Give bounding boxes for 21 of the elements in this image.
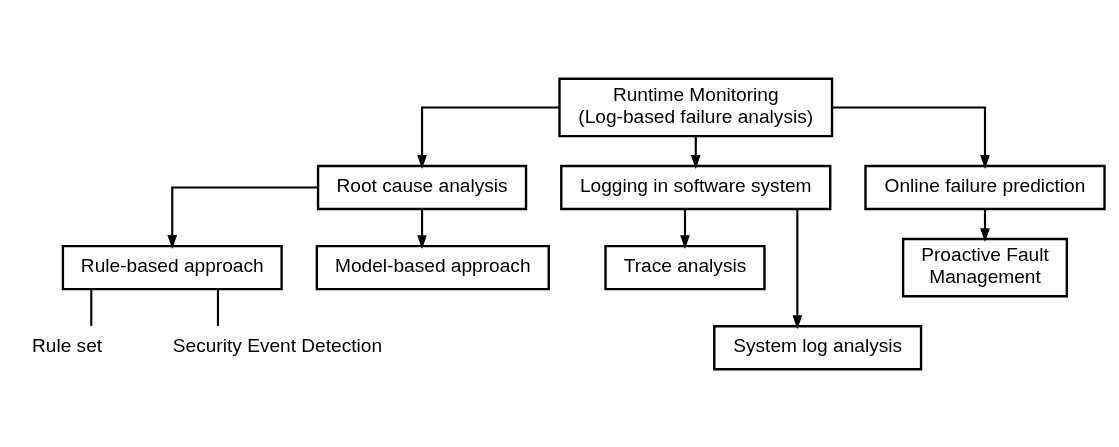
arrow xyxy=(417,208,427,249)
node-box: Online failure prediction xyxy=(864,164,1106,210)
arrow xyxy=(680,208,690,249)
node-text: Rule set xyxy=(32,334,103,356)
arrow xyxy=(792,208,803,329)
node-box: Runtime Monitoring (Log-based failure analysis) xyxy=(558,77,834,137)
node-box: Trace analysis xyxy=(604,244,766,290)
arrow xyxy=(417,105,560,169)
node-box: Proactive Fault Management xyxy=(901,237,1069,297)
arrow xyxy=(690,135,701,169)
arrow xyxy=(980,208,990,242)
connector xyxy=(90,289,93,326)
node-box: Rule-based approach xyxy=(61,244,283,290)
node-box: Logging in software system xyxy=(560,164,832,210)
node-box: Model-based approach xyxy=(315,244,550,290)
node-box: System log analysis xyxy=(713,324,923,370)
node-text: Security Event Detection xyxy=(172,334,383,356)
arrow xyxy=(167,185,318,249)
connector xyxy=(216,289,220,326)
node-box: Root cause analysis xyxy=(316,164,528,210)
arrow xyxy=(832,105,990,169)
